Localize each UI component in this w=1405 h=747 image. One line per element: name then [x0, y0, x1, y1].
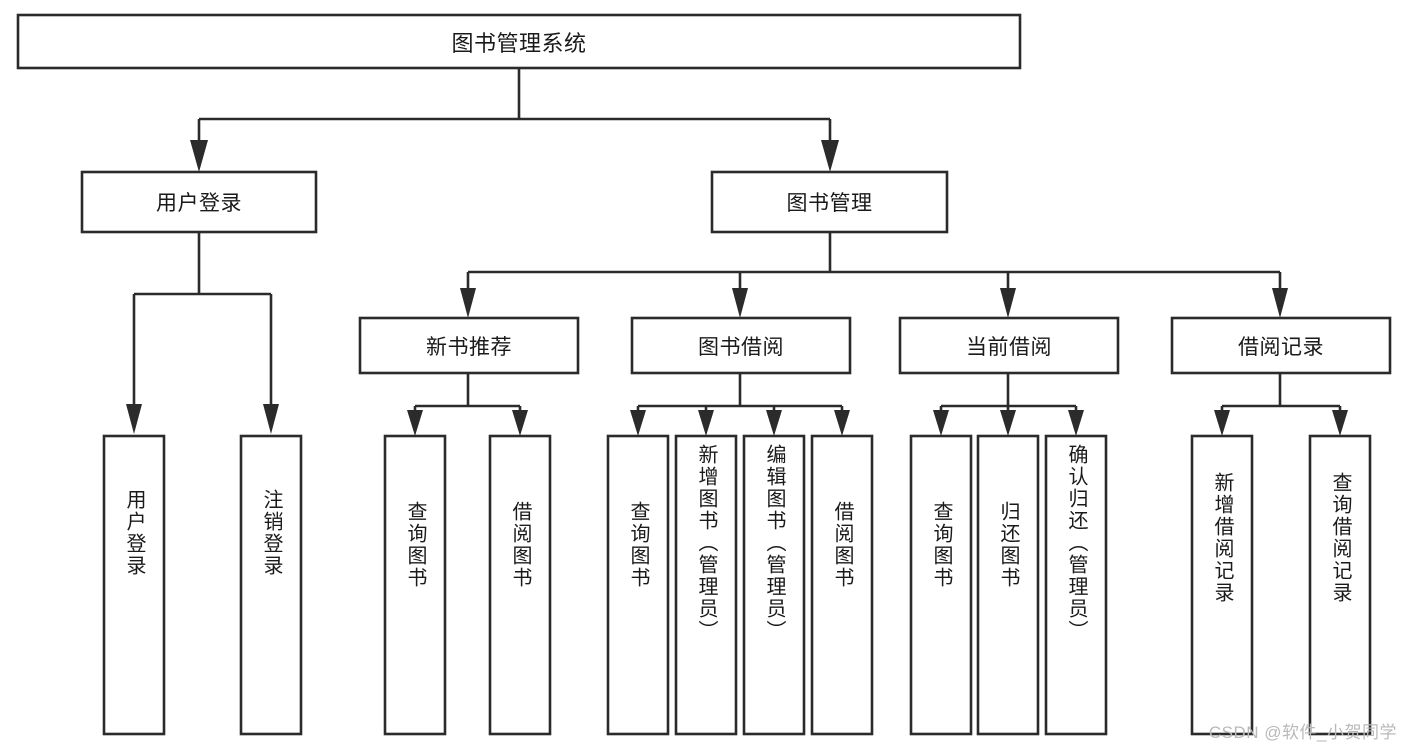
node-borrow-record[interactable]	[1170, 316, 1392, 375]
node-book-management[interactable]	[710, 170, 949, 234]
node-leaf-user-login[interactable]	[102, 434, 166, 736]
node-leaf-query-book-3[interactable]	[909, 434, 973, 736]
node-new-book-recommend[interactable]	[358, 316, 580, 375]
arrowhead-leaf-query-book-3	[933, 410, 949, 436]
arrowhead-user-login	[190, 140, 208, 172]
node-leaf-logout-login[interactable]	[239, 434, 303, 736]
arrowhead-leaf-edit-book	[766, 410, 782, 436]
arrowhead-leaf-query-book-1	[407, 410, 423, 436]
node-leaf-confirm-return[interactable]	[1044, 434, 1108, 736]
arrowhead-leaf-borrow-book-1	[512, 410, 528, 436]
arrowhead-leaf-confirm-return	[1068, 410, 1084, 436]
node-leaf-query-record[interactable]	[1308, 434, 1372, 736]
arrowhead-leaf-add-book	[698, 410, 714, 436]
arrowhead-leaf-user-login	[126, 404, 142, 434]
node-leaf-edit-book[interactable]	[742, 434, 806, 736]
node-layer	[16, 13, 1392, 736]
node-book-borrow[interactable]	[630, 316, 852, 375]
arrowhead-leaf-add-record	[1214, 410, 1230, 436]
node-leaf-query-book-2[interactable]	[606, 434, 670, 736]
connector-layer	[126, 68, 1348, 436]
arrowhead-book-borrow	[732, 288, 748, 318]
node-leaf-borrow-book-2[interactable]	[810, 434, 874, 736]
arrowhead-leaf-borrow-book-2	[834, 410, 850, 436]
arrowhead-leaf-return-book	[1000, 410, 1016, 436]
node-leaf-return-book[interactable]	[976, 434, 1040, 736]
watermark: CSDN @软件_小贺同学	[1208, 723, 1397, 742]
node-current-borrow[interactable]	[898, 316, 1120, 375]
node-leaf-query-book-1[interactable]	[383, 434, 447, 736]
arrowhead-book-management	[821, 140, 839, 172]
arrowhead-new-book-recommend	[460, 288, 476, 318]
node-leaf-borrow-book-1[interactable]	[488, 434, 552, 736]
arrowhead-leaf-logout-login	[263, 404, 279, 434]
node-user-login[interactable]	[80, 170, 318, 234]
node-leaf-add-record[interactable]	[1190, 434, 1254, 736]
arrowhead-borrow-record	[1272, 288, 1288, 318]
arrowhead-current-borrow	[1000, 288, 1016, 318]
node-leaf-add-book[interactable]	[674, 434, 738, 736]
arrowhead-leaf-query-book-2	[630, 410, 646, 436]
node-root[interactable]	[16, 13, 1022, 70]
arrowhead-leaf-query-record	[1332, 410, 1348, 436]
